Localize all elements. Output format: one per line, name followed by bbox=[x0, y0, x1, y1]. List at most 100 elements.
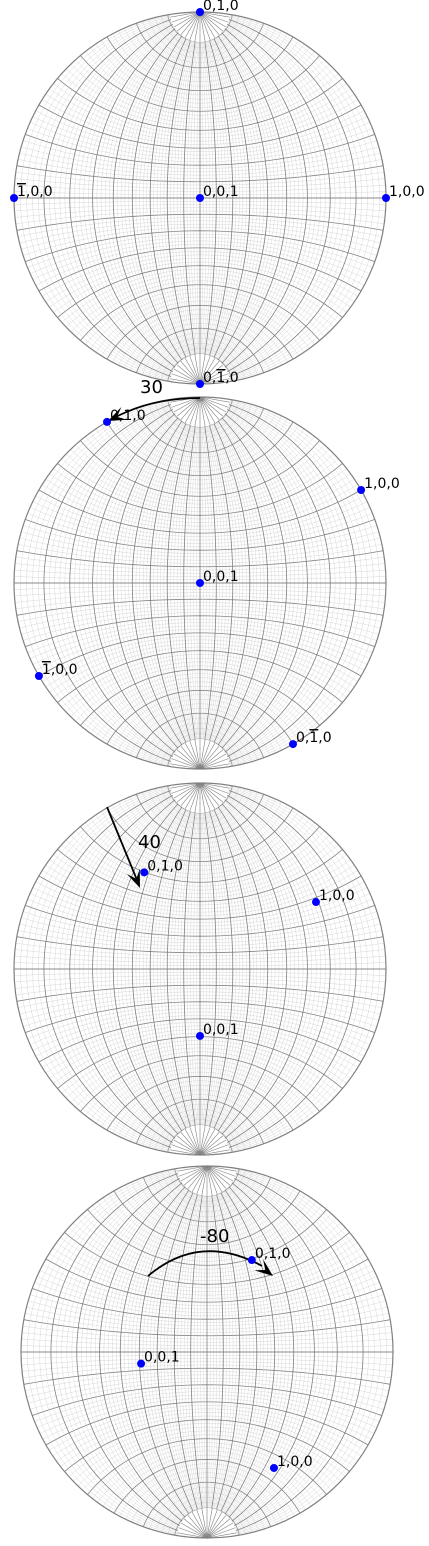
pole-label: 0,0,1 bbox=[144, 1350, 180, 1366]
pole-spoke bbox=[196, 1166, 208, 1195]
pole-spoke bbox=[176, 12, 201, 32]
pole-spoke bbox=[173, 753, 201, 769]
pole-spoke bbox=[199, 783, 211, 812]
pole-spoke bbox=[201, 1508, 208, 1538]
pole-dot bbox=[196, 579, 204, 587]
rotation-angle-label: 30 bbox=[140, 377, 163, 398]
pole-label: 0,1,0 bbox=[255, 1246, 291, 1262]
arrowhead bbox=[108, 407, 128, 421]
rotation-angle-label: -80 bbox=[200, 1226, 229, 1247]
pole-spoke bbox=[191, 1511, 208, 1538]
rotation-arrow: 30 bbox=[108, 377, 201, 421]
pole-spoke bbox=[199, 783, 216, 810]
pole-spoke bbox=[199, 783, 206, 813]
pole-dot bbox=[269, 1463, 278, 1472]
pole-spoke bbox=[199, 364, 224, 384]
pole-marker: 1,0,0 bbox=[34, 662, 78, 680]
pole-spoke bbox=[171, 1144, 201, 1155]
pole-spoke bbox=[177, 1166, 208, 1172]
pole-marker: 0,1,0 bbox=[196, 0, 239, 16]
pole-marker: 1,0,0 bbox=[311, 888, 355, 907]
wulff-net-grid bbox=[21, 1166, 393, 1538]
pole-dot bbox=[311, 898, 320, 907]
pole-spoke bbox=[199, 1149, 230, 1155]
pole-cap bbox=[170, 739, 230, 769]
pole-spoke bbox=[194, 1125, 201, 1155]
pole-label: 0,1,0 bbox=[296, 730, 332, 746]
pole-cap bbox=[177, 1508, 237, 1538]
pole-spoke bbox=[206, 1518, 231, 1538]
pole-marker: 0,0,1 bbox=[196, 569, 239, 587]
pole-spoke bbox=[199, 397, 224, 417]
pole-spoke bbox=[191, 1166, 208, 1193]
pole-label: 0,1,0 bbox=[147, 858, 183, 874]
pole-label: 1,0,0 bbox=[42, 662, 78, 678]
stereonet-panel-3: 400,1,01,0,00,0,1 bbox=[13, 782, 387, 1156]
pole-spoke bbox=[173, 783, 201, 799]
pole-label: 1,0,0 bbox=[364, 476, 400, 492]
pole-spoke bbox=[173, 368, 201, 384]
pole-spoke bbox=[176, 1135, 201, 1155]
pole-spoke bbox=[194, 12, 201, 42]
pole-cap bbox=[170, 397, 230, 427]
pole-spoke bbox=[170, 783, 201, 789]
pole-spoke bbox=[173, 12, 201, 28]
pole-spoke bbox=[199, 1128, 216, 1155]
pole-spoke bbox=[199, 397, 220, 421]
pole-spoke bbox=[206, 1522, 234, 1538]
pole-spoke bbox=[170, 378, 201, 384]
pole-spoke bbox=[199, 1139, 227, 1155]
pole-spoke bbox=[199, 783, 227, 799]
pole-spoke bbox=[206, 1166, 234, 1182]
pole-spoke bbox=[199, 758, 229, 769]
pole-spoke bbox=[178, 1527, 208, 1538]
pole-dot bbox=[103, 417, 111, 426]
pole-label: 1,0,0 bbox=[277, 1454, 313, 1470]
rotation-arrow: 40 bbox=[106, 806, 161, 888]
pole-dot bbox=[196, 1031, 204, 1040]
pole-spoke bbox=[199, 1125, 206, 1155]
pole-spoke bbox=[187, 1514, 208, 1538]
pole-spoke bbox=[173, 1139, 201, 1155]
pole-spoke bbox=[199, 749, 224, 769]
pole-spoke bbox=[171, 373, 201, 384]
pole-spoke bbox=[189, 783, 201, 812]
pole-spoke bbox=[171, 12, 201, 23]
pole-spoke bbox=[199, 373, 229, 384]
pole-spoke bbox=[199, 397, 216, 424]
pole-dot bbox=[137, 1359, 146, 1368]
pole-spoke bbox=[180, 12, 201, 36]
pole-spoke bbox=[184, 783, 201, 810]
pole-spoke bbox=[170, 12, 201, 18]
pole-spoke bbox=[199, 397, 211, 426]
pole-spoke bbox=[180, 745, 201, 769]
pole-label: 1,0,0 bbox=[17, 184, 53, 200]
pole-dot bbox=[10, 194, 18, 202]
pole-cap bbox=[170, 783, 230, 813]
pole-ring bbox=[195, 783, 205, 788]
pole-spoke bbox=[199, 1126, 211, 1155]
pole-cap bbox=[177, 1166, 237, 1196]
pole-spoke bbox=[206, 1527, 236, 1538]
pole-spoke bbox=[199, 397, 227, 413]
pole-marker: 0,1,0 bbox=[140, 858, 183, 877]
pole-spoke bbox=[199, 397, 229, 408]
pole-spoke bbox=[206, 1166, 237, 1172]
pole-spoke bbox=[194, 739, 201, 769]
pole-ring bbox=[202, 1533, 212, 1538]
stereonet-panel-2: 300,1,01,0,00,0,11,0,00,1,0 bbox=[13, 377, 400, 770]
pole-spoke bbox=[184, 12, 201, 39]
pole-spoke bbox=[199, 368, 227, 384]
pole-spoke bbox=[201, 1166, 208, 1196]
arrowhead bbox=[254, 1259, 273, 1276]
pole-dot bbox=[289, 740, 297, 749]
pole-spoke bbox=[206, 1509, 218, 1538]
pole-cap bbox=[170, 12, 230, 42]
pole-spoke bbox=[206, 1166, 213, 1196]
pole-spoke bbox=[199, 355, 211, 384]
pole-ring bbox=[195, 1150, 205, 1155]
pole-dot bbox=[382, 194, 390, 202]
pole-spoke bbox=[189, 1126, 201, 1155]
pole-ring bbox=[195, 397, 205, 402]
